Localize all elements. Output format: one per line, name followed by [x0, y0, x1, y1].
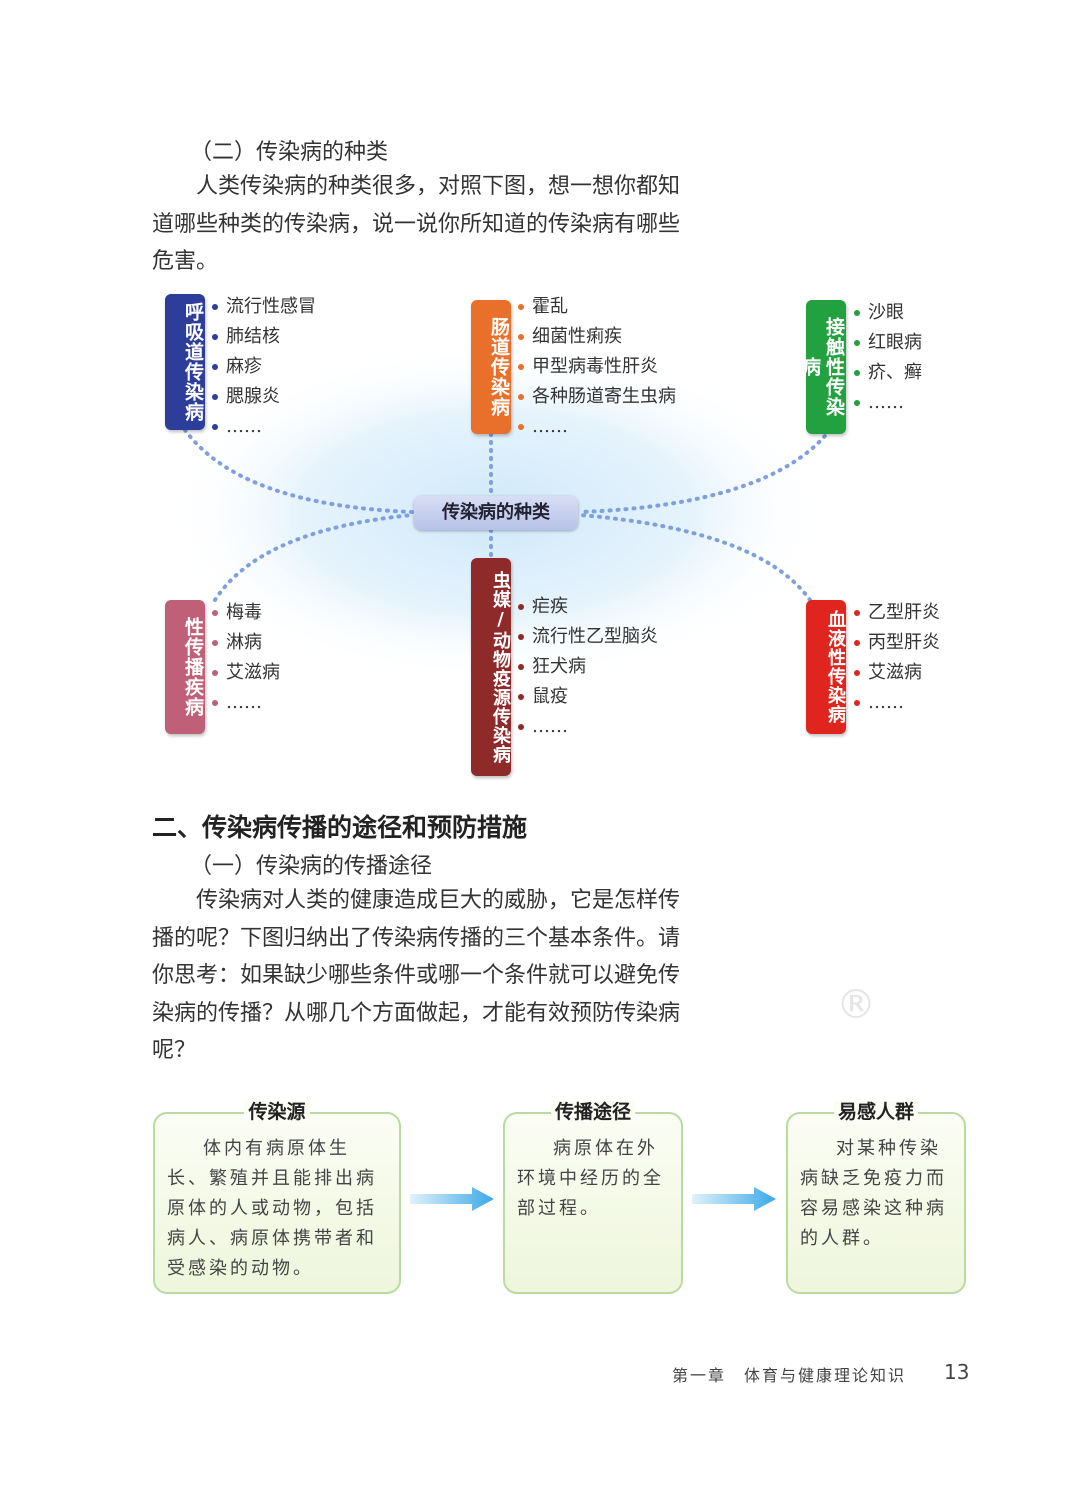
list-item: …… — [854, 388, 922, 418]
arrow-right-icon — [410, 1187, 494, 1211]
list-item: …… — [212, 688, 280, 718]
disease-types-diagram: 传染病的种类 呼吸道传染病 流行性感冒 肺结核 麻疹 腮腺炎 …… 肠道传染病 … — [150, 290, 970, 790]
list-intestinal: 霍乱 细菌性痢疾 甲型病毒性肝炎 各种肠道寄生虫病 …… — [518, 292, 676, 442]
category-blood: 血液性传染病 — [806, 600, 846, 734]
list-item: 狂犬病 — [518, 652, 658, 682]
section-subheading-types: （二）传染病的种类 — [190, 140, 389, 165]
list-item: 甲型病毒性肝炎 — [518, 352, 676, 382]
list-item: 疥、癣 — [854, 358, 922, 388]
condition-text: 体内有病原体生长、繁殖并且能排出病原体的人或动物，包括病人、病原体携带者和受感染… — [167, 1138, 377, 1279]
category-intestinal: 肠道传染病 — [471, 300, 511, 434]
arrow-right-icon — [692, 1187, 776, 1211]
list-item: 艾滋病 — [212, 658, 280, 688]
list-sexual: 梅毒 淋病 艾滋病 …… — [212, 598, 280, 718]
list-item: 艾滋病 — [854, 658, 940, 688]
list-contact: 沙眼 红眼病 疥、癣 …… — [854, 298, 922, 418]
diagram-center-label: 传染病的种类 — [414, 496, 578, 530]
condition-title: 易感人群 — [833, 1101, 918, 1123]
list-item: 淋病 — [212, 628, 280, 658]
condition-text: 病原体在外环境中经历的全部过程。 — [517, 1138, 664, 1219]
list-item: 沙眼 — [854, 298, 922, 328]
section-paragraph-routes: 传染病对人类的健康造成巨大的威胁，它是怎样传播的呢？下图归纳出了传染病传播的三个… — [152, 888, 681, 1063]
condition-box-susceptible: 易感人群 对某种传染病缺乏免疫力而容易感染这种病的人群。 — [786, 1101, 966, 1294]
list-item: 梅毒 — [212, 598, 280, 628]
list-item: 细菌性痢疾 — [518, 322, 676, 352]
list-item: …… — [518, 412, 676, 442]
condition-box-source: 传染源 体内有病原体生长、繁殖并且能排出病原体的人或动物，包括病人、病原体携带者… — [153, 1101, 401, 1294]
condition-title: 传播途径 — [550, 1101, 635, 1123]
footer-chapter: 第一章 体育与健康理论知识 — [672, 1366, 907, 1385]
list-item: 各种肠道寄生虫病 — [518, 382, 676, 412]
list-item: …… — [212, 412, 316, 442]
category-respiratory: 呼吸道传染病 — [165, 294, 205, 430]
list-blood: 乙型肝炎 丙型肝炎 艾滋病 …… — [854, 598, 940, 718]
section-paragraph-types: 人类传染病的种类很多，对照下图，想一想你都知道哪些种类的传染病，说一说你所知道的… — [152, 174, 681, 274]
page-number: 13 — [944, 1360, 970, 1384]
list-item: 流行性感冒 — [212, 292, 316, 322]
section-subheading-routes: （一）传染病的传播途径 — [190, 854, 433, 879]
list-respiratory: 流行性感冒 肺结核 麻疹 腮腺炎 …… — [212, 292, 316, 442]
category-sexual: 性传播疾病 — [165, 600, 205, 734]
registered-watermark: ® — [836, 982, 876, 1028]
list-item: 丙型肝炎 — [854, 628, 940, 658]
category-vector-zoonotic: 虫媒/动物疫源传染病 — [471, 558, 511, 776]
category-contact: 接触性传染病 — [799, 300, 846, 434]
list-item: 肺结核 — [212, 322, 316, 352]
condition-box-route: 传播途径 病原体在外环境中经历的全部过程。 — [503, 1101, 683, 1294]
section-heading-transmission: 二、传染病传播的途径和预防措施 — [152, 813, 528, 842]
condition-text: 对某种传染病缺乏免疫力而容易感染这种病的人群。 — [800, 1138, 947, 1249]
list-item: 霍乱 — [518, 292, 676, 322]
list-item: 疟疾 — [518, 592, 658, 622]
list-item: 红眼病 — [854, 328, 922, 358]
list-item: 鼠疫 — [518, 682, 658, 712]
list-item: …… — [854, 688, 940, 718]
list-item: 腮腺炎 — [212, 382, 316, 412]
list-item: 流行性乙型脑炎 — [518, 622, 658, 652]
list-item: 麻疹 — [212, 352, 316, 382]
list-vector-zoonotic: 疟疾 流行性乙型脑炎 狂犬病 鼠疫 …… — [518, 592, 658, 742]
condition-title: 传染源 — [244, 1101, 310, 1123]
list-item: …… — [518, 712, 658, 742]
list-item: 乙型肝炎 — [854, 598, 940, 628]
